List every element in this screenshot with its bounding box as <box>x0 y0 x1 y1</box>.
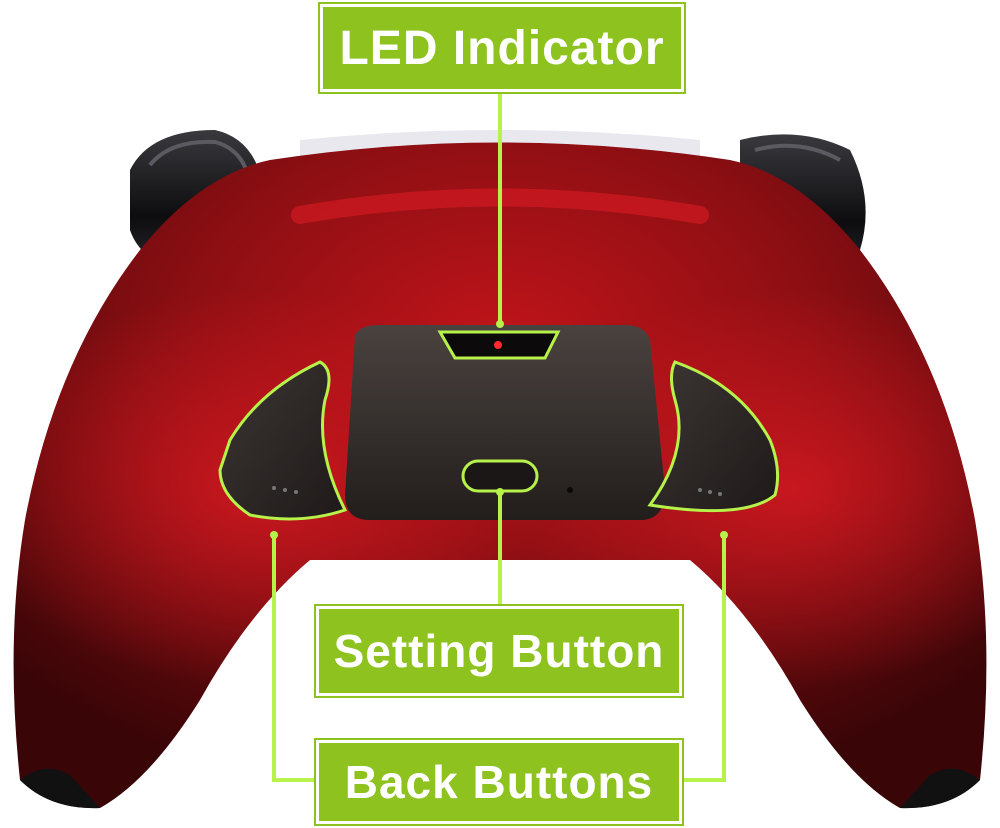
back-module <box>345 325 665 520</box>
led-light <box>494 341 502 349</box>
led-indicator-label: LED Indicator <box>318 2 686 94</box>
setting-button-shape <box>461 459 539 493</box>
setting-button-label: Setting Button <box>314 604 684 698</box>
left-back-paddle <box>218 360 348 521</box>
reset-pinhole <box>567 487 573 493</box>
back-left-leader-line <box>272 535 316 782</box>
right-back-paddle <box>647 360 780 513</box>
back-right-leader-line <box>682 535 726 782</box>
back-buttons-label: Back Buttons <box>314 738 684 826</box>
